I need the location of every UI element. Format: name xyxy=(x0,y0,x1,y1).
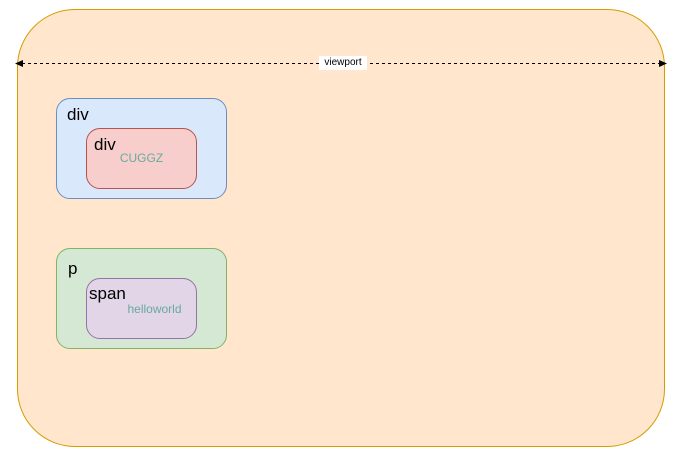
inner-div-node xyxy=(86,128,197,189)
inner-div-tag: div xyxy=(94,135,116,154)
arrow-head-left xyxy=(15,60,23,67)
arrow-head-right xyxy=(659,60,667,67)
viewport-container xyxy=(17,9,665,447)
outer-div-tag: div xyxy=(67,105,89,124)
viewport-label: viewport xyxy=(319,56,367,70)
outer-p-tag: p xyxy=(68,259,78,278)
inner-span-tag: span xyxy=(89,284,126,303)
inner-span-text: helloworld xyxy=(127,302,182,316)
inner-span-node xyxy=(86,278,197,339)
inner-div-text: CUGGZ xyxy=(119,151,164,165)
